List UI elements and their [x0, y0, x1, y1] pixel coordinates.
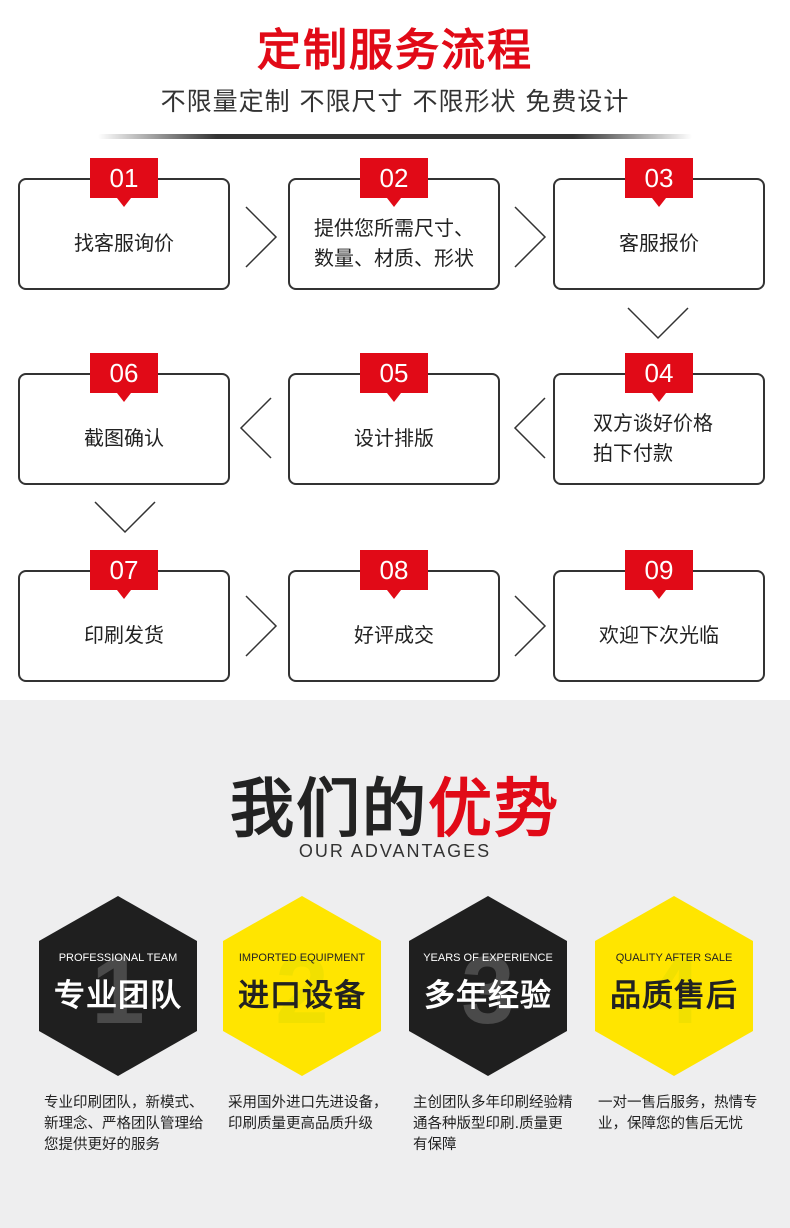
- arrow-left-icon: [238, 396, 274, 460]
- step-09-box: 欢迎下次光临: [553, 570, 765, 682]
- advantage-hexagon: 4 QUALITY AFTER SALE 品质售后: [595, 896, 753, 1076]
- step-06-badge: 06: [90, 353, 158, 402]
- advantage-description: 采用国外进口先进设备，印刷质量更高品质升级: [228, 1095, 388, 1132]
- step-03-text: 客服报价: [619, 231, 699, 255]
- hex-number: 1: [91, 937, 145, 1044]
- advantages-title: 我们的优势: [0, 758, 790, 850]
- step-01-badge: 01: [90, 158, 158, 207]
- hex-chinese-label: 专业团队: [54, 978, 182, 1014]
- step-04-badge: 04: [625, 353, 693, 402]
- step-01-text: 找客服询价: [74, 231, 174, 255]
- step-05-badge: 05: [360, 353, 428, 402]
- advantages-subtitle: OUR ADVANTAGES: [298, 841, 492, 861]
- hex-english-label: PROFESSIONAL TEAM: [58, 952, 178, 964]
- advantage-hexagon: 3 YEARS OF EXPERIENCE 多年经验: [409, 896, 567, 1076]
- step-03-badge: 03: [625, 158, 693, 207]
- advantages-title-dark: 我们的: [230, 773, 428, 847]
- step-06-text: 截图确认: [84, 426, 164, 450]
- advantage-hexagon: 1 PROFESSIONAL TEAM 专业团队: [39, 896, 197, 1076]
- step-07-text: 印刷发货: [84, 623, 164, 647]
- step-09-text: 欢迎下次光临: [599, 623, 719, 647]
- hex-number: 3: [461, 937, 515, 1044]
- arrow-right-icon: [243, 594, 279, 658]
- hex-english-label: YEARS OF EXPERIENCE: [423, 952, 553, 964]
- step-04-text: 双方谈好价格 拍下付款: [593, 411, 713, 465]
- hex-english-label: IMPORTED EQUIPMENT: [238, 952, 366, 964]
- arrow-right-icon: [243, 205, 279, 269]
- hex-number: 2: [275, 937, 329, 1044]
- hex-english-label: QUALITY AFTER SALE: [615, 952, 733, 964]
- advantage-hexagon: 2 IMPORTED EQUIPMENT 进口设备: [223, 896, 381, 1076]
- step-08-badge: 08: [360, 550, 428, 599]
- advantage-description: 主创团队多年印刷经验精通各种版型印刷.质量更有保障: [413, 1095, 573, 1153]
- hex-number: 4: [647, 937, 701, 1044]
- step-07-badge: 07: [90, 550, 158, 599]
- hex-chinese-label: 多年经验: [424, 978, 552, 1014]
- arrow-left-icon: [512, 396, 548, 460]
- arrow-down-icon: [93, 500, 157, 534]
- hex-chinese-label: 品质售后: [610, 978, 738, 1014]
- hex-chinese-label: 进口设备: [238, 978, 366, 1014]
- arrow-right-icon: [512, 594, 548, 658]
- process-title: 定制服务流程: [257, 25, 533, 76]
- step-02-badge: 02: [360, 158, 428, 207]
- arrow-right-icon: [512, 205, 548, 269]
- advantages-title-red: 优势: [428, 773, 560, 847]
- step-08-text: 好评成交: [354, 623, 434, 647]
- step-09-badge: 09: [625, 550, 693, 599]
- process-subtitle: 不限量定制 不限尺寸 不限形状 免费设计: [160, 87, 630, 116]
- advantage-description: 一对一售后服务，热情专业，保障您的售后无忧: [598, 1095, 758, 1132]
- step-02-text: 提供您所需尺寸、 数量、材质、形状: [314, 216, 474, 270]
- process-section: 定制服务流程 不限量定制 不限尺寸 不限形状 免费设计 找客服询价 01 提供您…: [18, 25, 765, 682]
- advantages-section: 我们的优势 OUR ADVANTAGES 1 PROFESSIONAL TEAM…: [0, 700, 790, 1228]
- advantage-description: 专业印刷团队，新模式、新理念、严格团队管理给您提供更好的服务: [44, 1095, 204, 1153]
- step-05-text: 设计排版: [354, 426, 434, 450]
- arrow-down-icon: [626, 306, 690, 340]
- title-divider: [98, 134, 692, 139]
